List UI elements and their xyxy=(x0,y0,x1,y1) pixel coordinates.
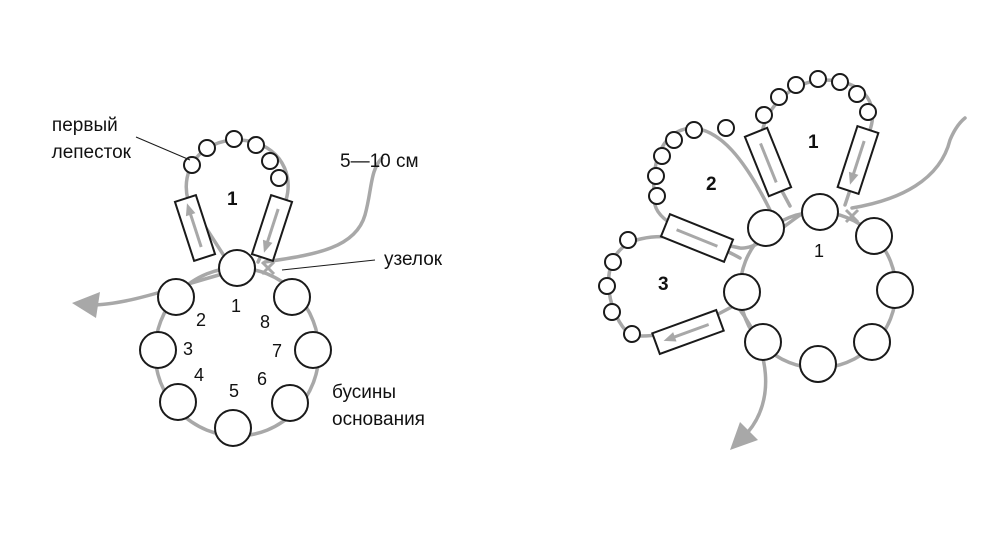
left-bead-number-8: 8 xyxy=(260,312,270,332)
left-petal-bead xyxy=(225,130,243,148)
left-bugle-left xyxy=(173,193,217,263)
left-base-bead-4 xyxy=(159,383,197,421)
left-petal-bead xyxy=(247,136,265,154)
right-petal-1-bead xyxy=(848,85,866,103)
left-base-bead-1 xyxy=(218,249,256,287)
right-exit-thread xyxy=(738,308,768,434)
first-petal-label: первый лепесток xyxy=(52,115,132,163)
right-petal-3-bead xyxy=(604,253,622,271)
left-exit-thread xyxy=(88,270,232,307)
left-bead-number-6: 6 xyxy=(257,369,267,389)
left-base-bead-8 xyxy=(273,278,311,316)
left-bead-number-5: 5 xyxy=(229,381,239,401)
first-petal-leader xyxy=(135,136,191,161)
left-petal-bead xyxy=(261,152,279,170)
right-petal-1-bead xyxy=(787,76,805,94)
left-bead-number-7: 7 xyxy=(272,341,282,361)
right-exit-arrowhead xyxy=(730,422,758,450)
left-petal-bead xyxy=(183,156,201,174)
right-petal-1-bugle-left xyxy=(743,126,793,198)
right-petal-1-bead xyxy=(831,73,849,91)
right-petal-2-bead xyxy=(647,167,665,185)
right-tail-thread xyxy=(850,116,967,210)
right-base-bead-1 xyxy=(801,193,839,231)
right-petal-3-bugle xyxy=(651,308,725,356)
right-petal-number-3: 3 xyxy=(658,274,669,295)
right-base-bead-number: 1 xyxy=(814,241,824,261)
right-petal-1-bead xyxy=(859,103,877,121)
right-petal-3-bead xyxy=(619,231,637,249)
knot-label: узелок xyxy=(384,249,443,270)
left-base-bead-7 xyxy=(294,331,332,369)
left-base-bead-5 xyxy=(214,409,252,447)
left-petal-number: 1 xyxy=(227,189,238,210)
knot-mark xyxy=(260,260,276,276)
right-petal-number-2: 2 xyxy=(706,174,717,195)
right-petal-1-bead xyxy=(755,106,773,124)
right-petal-3-bead xyxy=(603,303,621,321)
right-petal-number-1: 1 xyxy=(808,132,819,153)
right-petal-2-bead xyxy=(648,187,666,205)
left-bugle-right xyxy=(250,193,294,263)
left-petal-bead xyxy=(198,139,216,157)
left-base-bead-3 xyxy=(139,331,177,369)
left-base-bead-2 xyxy=(157,278,195,316)
knot-leader xyxy=(281,259,376,271)
right-base-bead xyxy=(853,323,891,361)
right-petal-1-bugle-right xyxy=(836,124,880,196)
left-base-bead-6 xyxy=(271,384,309,422)
right-base-bead xyxy=(723,273,761,311)
left-tail-thread xyxy=(263,156,384,264)
right-base-bead xyxy=(747,209,785,247)
base-beads-label: бусины основания xyxy=(332,382,425,430)
left-bead-number-4: 4 xyxy=(194,365,204,385)
right-petal-2-bead xyxy=(653,147,671,165)
right-petal-2-bugle xyxy=(659,212,735,264)
right-base-bead xyxy=(855,217,893,255)
right-base-bead xyxy=(876,271,914,309)
right-figure: 1 2 3 1 xyxy=(598,70,967,450)
left-bead-number-3: 3 xyxy=(183,339,193,359)
left-petal-bead xyxy=(270,169,288,187)
right-petal-2-bead xyxy=(685,121,703,139)
right-base-bead xyxy=(744,323,782,361)
left-bead-number-1: 1 xyxy=(231,296,241,316)
length-label: 5—10 см xyxy=(340,151,419,172)
right-petal-3-bead xyxy=(623,325,641,343)
right-petal-3-bead xyxy=(598,277,616,295)
right-petal-2-bead xyxy=(717,119,735,137)
left-exit-arrowhead xyxy=(72,292,100,318)
left-bead-number-2: 2 xyxy=(196,310,206,330)
right-petal-1-bead xyxy=(809,70,827,88)
right-knot-mark xyxy=(844,208,860,224)
right-petal-1-bead xyxy=(770,88,788,106)
right-petal-2-bead xyxy=(665,131,683,149)
left-figure: 1 1 2 3 4 5 6 7 8 первый лепесток 5—10 с… xyxy=(52,115,443,447)
right-base-bead xyxy=(799,345,837,383)
